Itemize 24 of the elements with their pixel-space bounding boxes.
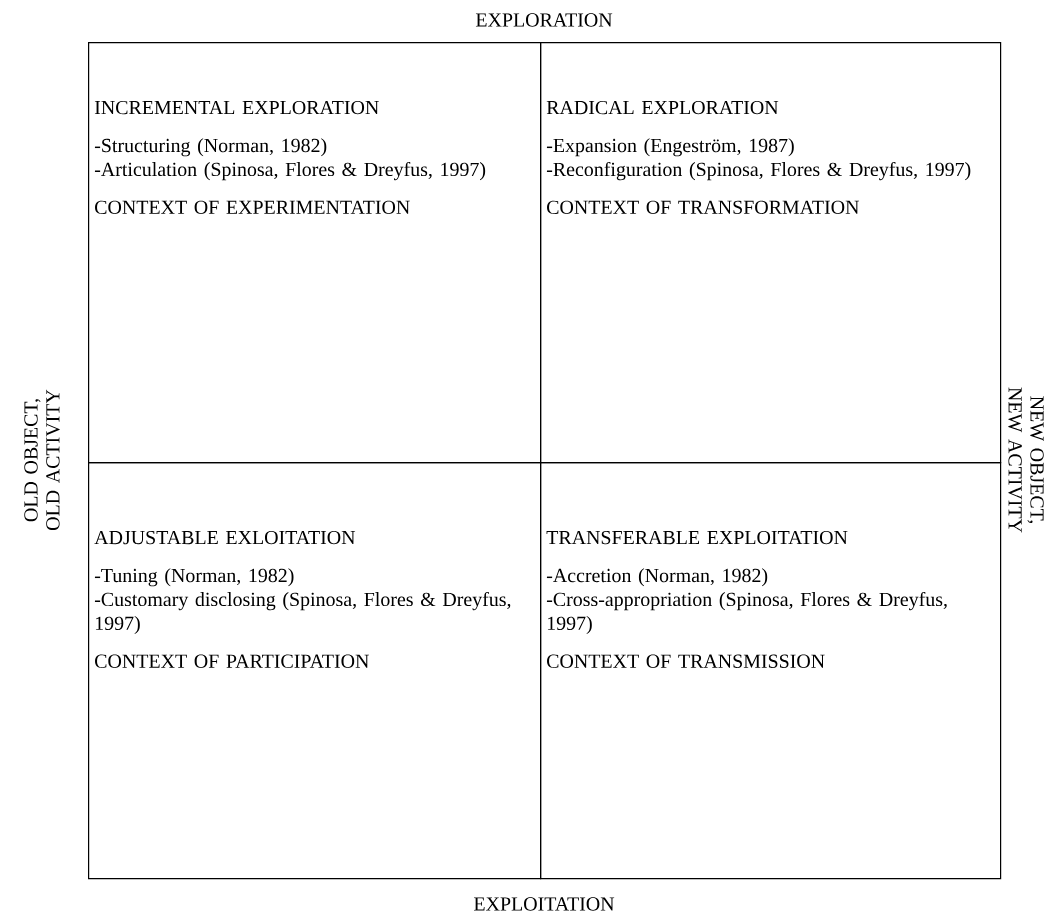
axis-label: EXPLORATION xyxy=(475,13,613,27)
reference-item: -Cross-appropriation (Spinosa, Flores & Dreyfus, 1997) xyxy=(546,591,947,635)
quadrant-box xyxy=(540,42,1002,464)
reference-item: -Structuring (Norman, 1982) xyxy=(94,138,327,157)
quadrant-heading: CONTEXT OF TRANSFORMATION xyxy=(547,200,859,215)
reference-item: -Reconfiguration (Spinosa, Flores & Dreyfus, 1997) xyxy=(546,161,971,181)
quadrant-box xyxy=(88,462,542,880)
quadrant-heading: TRANSFERABLE EXPLOITATION xyxy=(546,530,848,545)
reference-item: -Customary disclosing (Spinosa, Flores & Dreyfus, 1997) xyxy=(94,591,511,635)
quadrant-heading: CONTEXT OF TRANSMISSION xyxy=(547,654,825,668)
reference-item: -Accretion (Norman, 1982) xyxy=(546,568,768,587)
quadrant-box xyxy=(540,462,1002,880)
quadrant-heading: ADJUSTABLE EXLOITATION xyxy=(94,530,356,545)
reference-item: -Expansion (Engeström, 1987) xyxy=(546,138,794,157)
reference-item: -Tuning (Norman, 1982) xyxy=(94,568,294,587)
quadrant-heading: RADICAL EXPLORATION xyxy=(546,100,779,115)
axis-label: OLD OBJECT, OLD ACTIVITY xyxy=(24,389,60,530)
reference-item: -Articulation (Spinosa, Flores & Dreyfus, 1997) xyxy=(94,161,486,181)
quadrant-heading: INCREMENTAL EXPLORATION xyxy=(94,100,379,115)
axis-label: EXPLOITATION xyxy=(474,897,615,911)
quadrant-heading: CONTEXT OF EXPERIMENTATION xyxy=(95,200,410,215)
axis-label: NEW OBJECT, NEW ACTIVITY xyxy=(1008,387,1044,533)
quadrant-heading: CONTEXT OF PARTICIPATION xyxy=(95,654,369,668)
quadrant-box xyxy=(88,42,542,464)
